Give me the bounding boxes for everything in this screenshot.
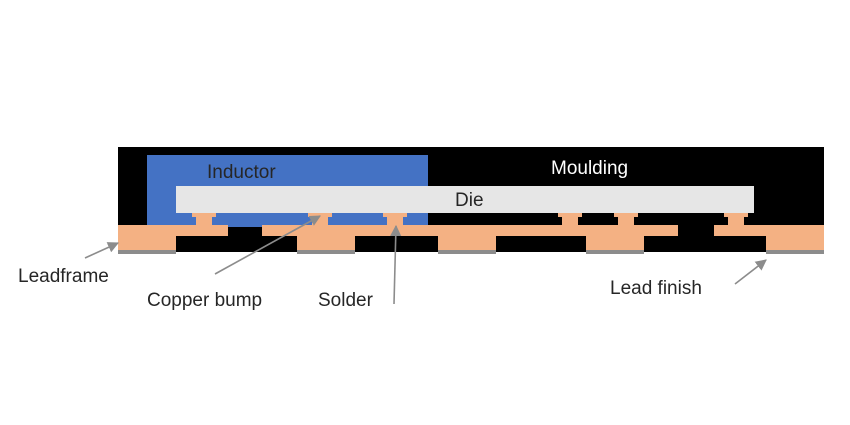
leadframe-trace: [118, 225, 228, 236]
leadframe-trace: [714, 225, 824, 236]
lead-finish-arrow: [734, 259, 767, 285]
solder-joints: [192, 213, 748, 217]
moulding-label: Moulding: [551, 158, 628, 179]
copper-bump-arrow: [214, 215, 321, 275]
solder-label: Solder: [318, 290, 374, 311]
leadframe-pad: [766, 236, 824, 250]
leadframe-label: Leadframe: [18, 266, 109, 287]
leadframe-pad: [586, 236, 644, 250]
inductor-label: Inductor: [207, 162, 276, 183]
solder-joint: [383, 213, 407, 217]
lead-finish-layer: [586, 250, 644, 254]
copper-bump-label: Copper bump: [147, 290, 262, 311]
leadframe-pad: [297, 236, 355, 250]
lead-finish-layer: [118, 250, 176, 254]
solder-joint: [192, 213, 216, 217]
solder-arrow: [390, 224, 402, 305]
solder-joint: [558, 213, 582, 217]
lead-finish-layer: [297, 250, 355, 254]
die-block: [176, 186, 754, 213]
solder-joint: [614, 213, 638, 217]
leadframe-arrow: [84, 242, 120, 259]
lead-finish: [118, 250, 824, 254]
leadframe-pad: [438, 236, 496, 250]
leadframe-trace: [262, 225, 678, 236]
solder-joint: [308, 213, 332, 217]
leadframe: [118, 225, 824, 250]
solder-joint: [724, 213, 748, 217]
lead-finish-layer: [438, 250, 496, 254]
leadframe-pad: [118, 236, 176, 250]
lead-finish-label: Lead finish: [610, 278, 702, 299]
lead-finish-layer: [766, 250, 824, 254]
die-label: Die: [455, 190, 484, 211]
